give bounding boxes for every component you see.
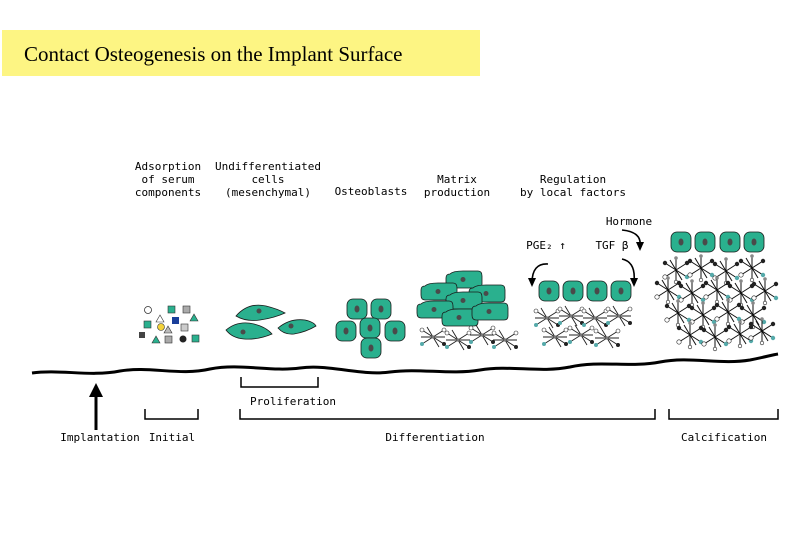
regulation-cells <box>538 280 632 302</box>
pge2-label: PGE₂ ↑ <box>526 239 566 252</box>
implantation-label: Implantation <box>60 431 140 444</box>
proliferation-bracket <box>240 377 319 388</box>
initial-label: Initial <box>148 431 196 444</box>
osteoblast-cells <box>335 298 406 359</box>
adsorption-label: Adsorption of serum components <box>134 160 202 199</box>
title-banner <box>2 30 480 76</box>
proliferation-label: Proliferation <box>249 395 337 408</box>
undifferentiated-cells-label: Undifferentiated cells (mesenchymal) <box>215 160 321 199</box>
mesenchymal-cells <box>225 304 317 340</box>
calcification-label: Calcification <box>680 431 768 444</box>
page-title: Contact Osteogenesis on the Implant Surf… <box>24 42 403 66</box>
regulation-fibers <box>533 305 633 349</box>
differentiation-label: Differentiation <box>385 431 485 444</box>
matrix-production-label: Matrix production <box>423 173 491 199</box>
matrix-fibers <box>419 324 519 351</box>
calcified-matrix <box>654 253 779 352</box>
osteoblasts-label: Osteoblasts <box>334 185 408 198</box>
matrix-cells <box>416 270 509 327</box>
implant-surface <box>31 352 779 375</box>
calcification-cells <box>670 231 765 253</box>
regulation-label: Regulation by local factors <box>520 173 626 199</box>
calcification-bracket <box>668 409 779 420</box>
differentiation-bracket <box>239 409 656 420</box>
hormone-label: Hormone <box>605 215 653 228</box>
serum-components <box>139 305 200 344</box>
tgf-beta-label: TGF β <box>595 239 629 252</box>
initial-bracket <box>144 409 199 420</box>
